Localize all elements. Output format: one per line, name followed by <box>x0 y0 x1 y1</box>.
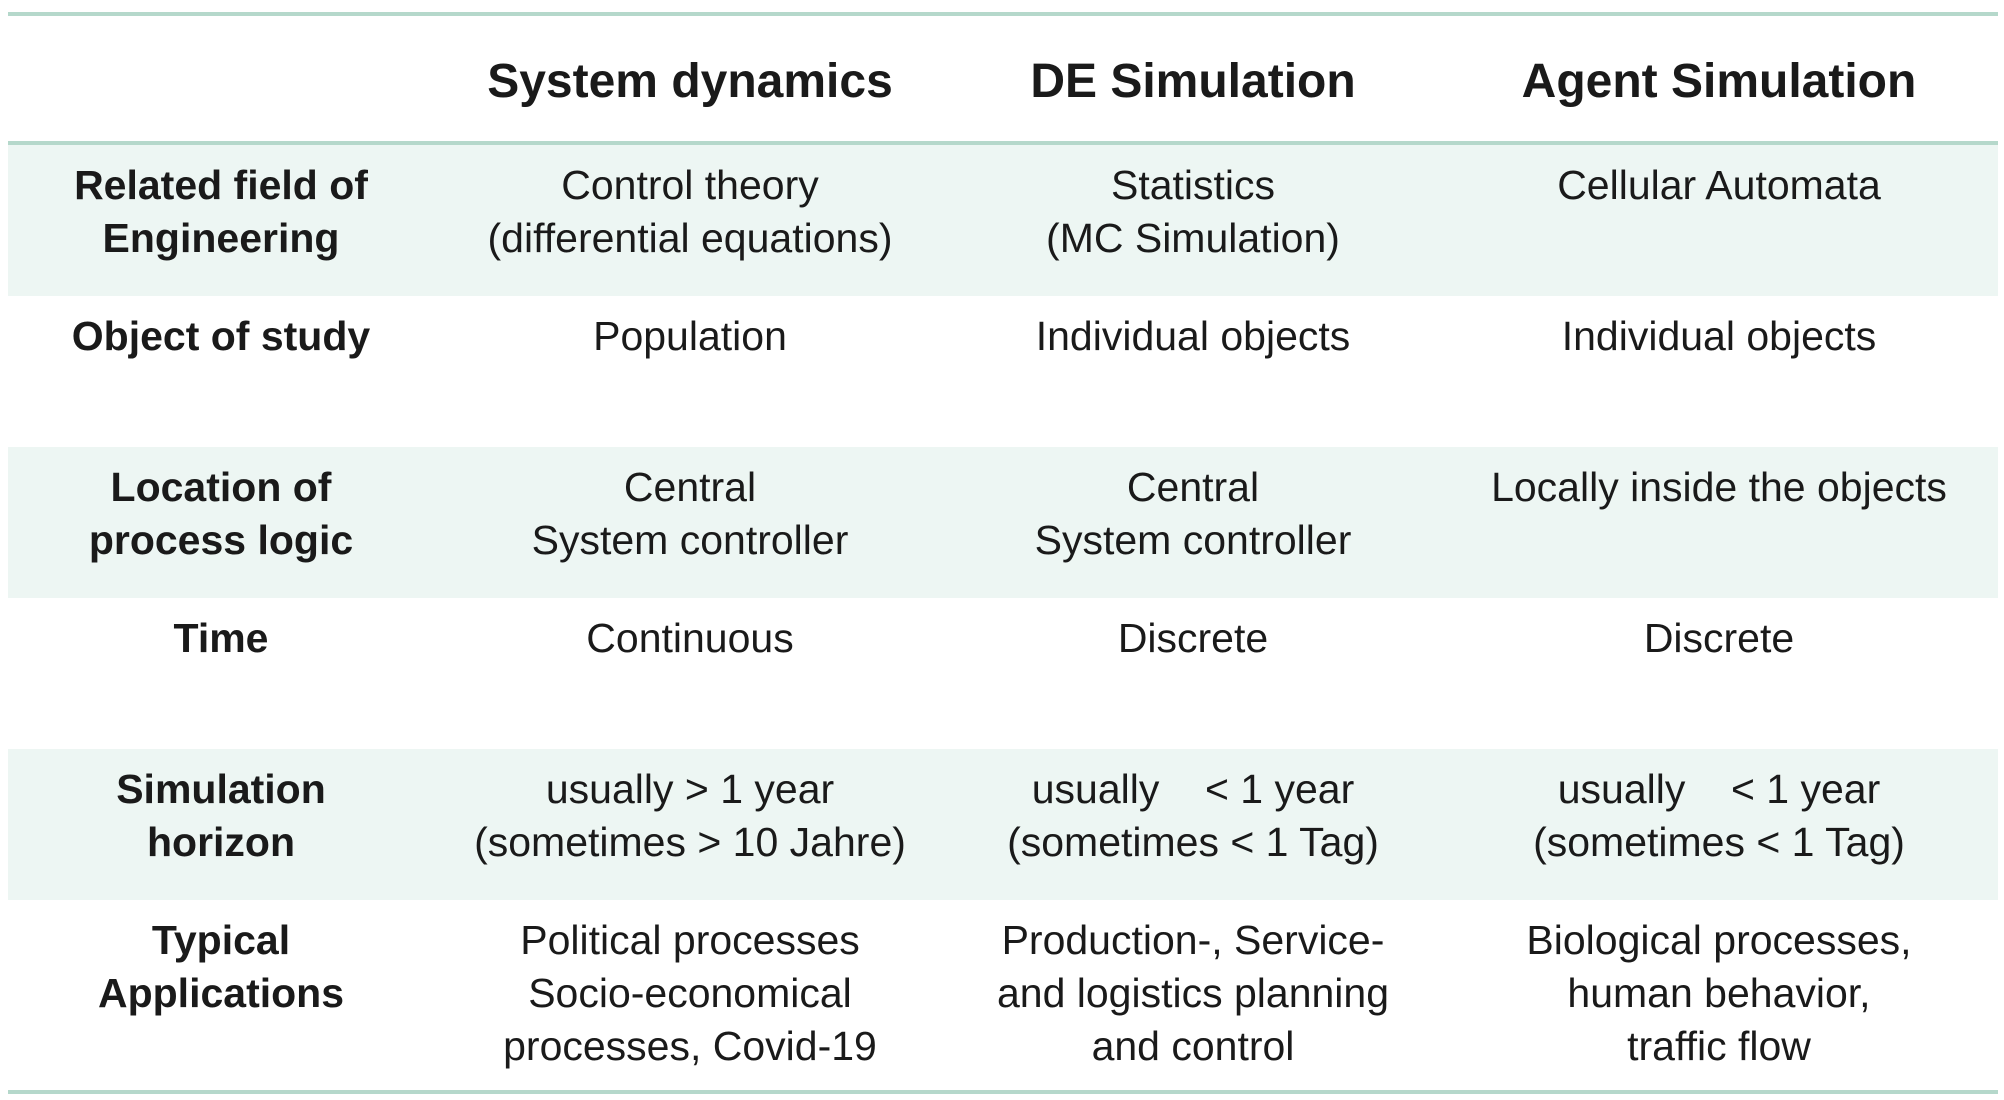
header-empty <box>8 76 434 82</box>
cell-agent-simulation: Cellular Automata <box>1557 162 1881 208</box>
row-label: Simulation horizon <box>116 766 326 865</box>
cell-agent-simulation: Locally inside the objects <box>1491 464 1947 510</box>
table-row-typical-applications: Typical Applications Political processes… <box>8 900 1998 1090</box>
cell-de-simulation: Discrete <box>1117 615 1269 661</box>
row-label: Object of study <box>71 313 371 359</box>
row-label: Typical Applications <box>97 917 345 1016</box>
header-row: System dynamics DE Simulation Agent Simu… <box>8 16 1998 141</box>
bottom-rule <box>8 1090 1998 1094</box>
cell-de-simulation: usually < 1 year (sometimes < 1 Tag) <box>1007 766 1379 865</box>
cell-agent-simulation: Biological processes, human behavior, tr… <box>1526 917 1912 1069</box>
top-rule <box>8 12 1998 16</box>
comparison-table: System dynamics DE Simulation Agent Simu… <box>8 12 1998 1094</box>
cell-de-simulation: Production-, Service- and logistics plan… <box>996 917 1390 1069</box>
table-row-simulation-horizon: Simulation horizon usually > 1 year (som… <box>8 749 1998 900</box>
header-system-dynamics: System dynamics <box>487 55 893 108</box>
table-row-time: Time Continuous Discrete Discrete <box>8 598 1998 749</box>
table-row-object-of-study: Object of study Population Individual ob… <box>8 296 1998 447</box>
cell-agent-simulation: Discrete <box>1643 615 1795 661</box>
cell-system-dynamics: Political processes Socio-economical pro… <box>503 917 877 1069</box>
cell-de-simulation: Central System controller <box>1034 464 1352 563</box>
header-rule <box>8 141 1998 145</box>
row-label: Time <box>173 615 269 661</box>
cell-system-dynamics: Population <box>593 313 787 359</box>
cell-system-dynamics: Control theory (differential equations) <box>487 162 893 261</box>
cell-system-dynamics: Central System controller <box>531 464 849 563</box>
cell-agent-simulation: Individual objects <box>1561 313 1877 359</box>
table-row-related-field: Related field of Engineering Control the… <box>8 145 1998 296</box>
cell-de-simulation: Individual objects <box>1035 313 1351 359</box>
header-de-simulation: DE Simulation <box>1030 55 1356 108</box>
cell-de-simulation: Statistics (MC Simulation) <box>1046 162 1340 261</box>
table-row-location-of-process-logic: Location of process logic Central System… <box>8 447 1998 598</box>
row-label: Related field of Engineering <box>74 162 368 261</box>
cell-system-dynamics: Continuous <box>586 615 794 661</box>
cell-system-dynamics: usually > 1 year (sometimes > 10 Jahre) <box>474 766 906 865</box>
cell-agent-simulation: usually < 1 year (sometimes < 1 Tag) <box>1533 766 1905 865</box>
header-agent-simulation: Agent Simulation <box>1521 55 1917 108</box>
row-label: Location of process logic <box>88 464 354 563</box>
